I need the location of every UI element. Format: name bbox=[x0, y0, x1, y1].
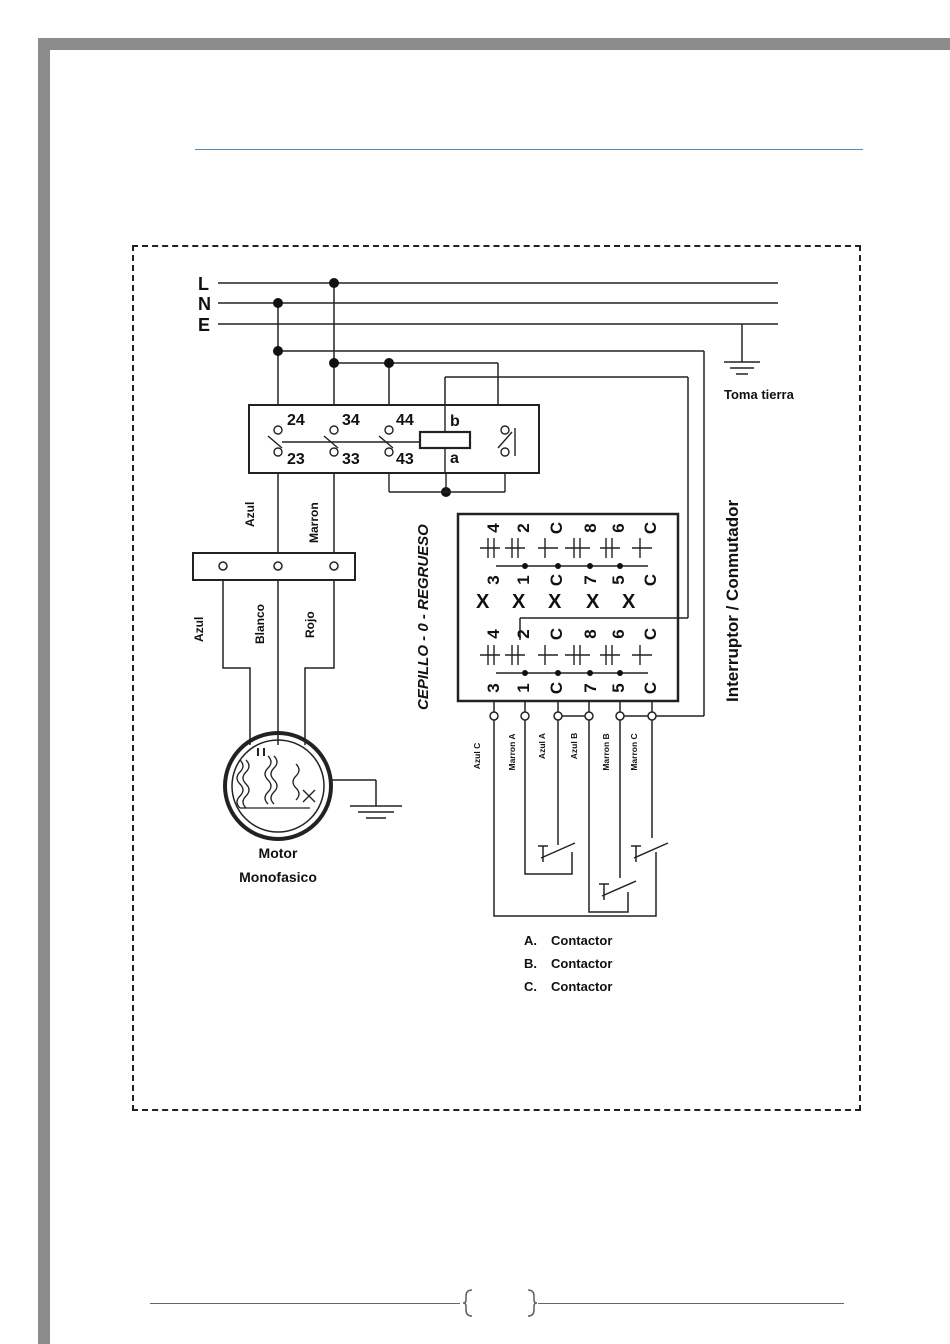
sel-top-1a: 4 bbox=[484, 523, 503, 533]
terminal-34: 34 bbox=[342, 412, 360, 429]
sel-bot-5b: 5 bbox=[609, 683, 628, 692]
sel-x-1: X bbox=[476, 591, 490, 613]
bus-label-e: E bbox=[198, 315, 210, 335]
terminal-44: 44 bbox=[396, 412, 414, 429]
sel-top-3b: C bbox=[547, 628, 566, 640]
footer-rule-left bbox=[150, 1303, 460, 1304]
sel-top-1b: 4 bbox=[484, 629, 503, 639]
upper-wires bbox=[278, 473, 334, 553]
sel-top-3a: C bbox=[547, 522, 566, 534]
terminal-23: 23 bbox=[287, 451, 305, 468]
out-label-4: Azul B bbox=[569, 733, 579, 759]
bus-lines bbox=[218, 283, 778, 324]
output-wire-labels: Azul C Marron A Azul A Azul B Marron B M… bbox=[472, 733, 639, 771]
sel-bot-5a: 5 bbox=[609, 575, 628, 584]
output-wires bbox=[494, 701, 704, 916]
coil-terminal-b: b bbox=[450, 413, 460, 430]
legend-c-letter: C. bbox=[524, 979, 537, 994]
sel-x-4: X bbox=[586, 591, 600, 613]
motor-symbol bbox=[225, 733, 331, 839]
sel-bot-3a: C bbox=[547, 574, 566, 586]
footer-rule-right bbox=[538, 1303, 844, 1304]
legend: A. Contactor B. Contactor C. Contactor bbox=[524, 933, 612, 994]
motor-wire-rojo-label: Rojo bbox=[303, 611, 317, 638]
sel-x-5: X bbox=[622, 591, 636, 613]
footer-bracket bbox=[463, 1290, 537, 1316]
legend-c-text: Contactor bbox=[551, 979, 612, 994]
motor-wires bbox=[223, 580, 334, 745]
sel-top-2b: 2 bbox=[514, 629, 533, 638]
earth-symbol bbox=[724, 324, 760, 374]
sel-bot-1b: 3 bbox=[484, 683, 503, 692]
sel-top-4b: 8 bbox=[581, 629, 600, 638]
out-label-2: Marron A bbox=[507, 734, 517, 771]
motor-wire-azul-label: Azul bbox=[192, 617, 206, 642]
legend-a-letter: A. bbox=[524, 933, 537, 948]
legend-b-letter: B. bbox=[524, 956, 537, 971]
sel-top-4a: 8 bbox=[581, 523, 600, 532]
sel-x-3: X bbox=[548, 591, 562, 613]
sel-bot-6a: C bbox=[641, 574, 660, 586]
legend-a-text: Contactor bbox=[551, 933, 612, 948]
motor-wire-blanco-label: Blanco bbox=[253, 604, 267, 644]
selector-dots bbox=[522, 563, 623, 676]
sel-bot-2a: 1 bbox=[514, 575, 533, 584]
sel-top-6b: C bbox=[641, 628, 660, 640]
out-label-3: Azul A bbox=[537, 733, 547, 759]
sel-top-6a: C bbox=[641, 522, 660, 534]
upper-wire-marron-label: Marron bbox=[307, 502, 321, 543]
out-label-1: Azul C bbox=[472, 743, 482, 769]
sel-x-2: X bbox=[512, 591, 526, 613]
switch-title: Interruptor / Conmutador bbox=[723, 500, 742, 702]
sel-bot-4a: 7 bbox=[581, 575, 600, 584]
sel-bot-3b: C bbox=[547, 682, 566, 694]
terminal-24: 24 bbox=[287, 412, 305, 429]
sel-bot-6b: C bbox=[641, 682, 660, 694]
motor-label-line2: Monofasico bbox=[239, 869, 317, 885]
motor-earth-symbol bbox=[332, 780, 402, 818]
selector-labels-b: 4 2 C 8 6 C 3 1 C 7 5 C bbox=[484, 628, 660, 694]
sel-top-5a: 6 bbox=[609, 523, 628, 532]
contactor-contacts bbox=[268, 405, 515, 492]
legend-b-text: Contactor bbox=[551, 956, 612, 971]
selector-title: CEPILLO - 0 - REGRUESO bbox=[415, 524, 432, 710]
upper-wire-azul-label: Azul bbox=[243, 502, 257, 527]
selector-x-marks: X X X X X bbox=[476, 591, 636, 613]
bus-label-n: N bbox=[198, 294, 211, 314]
sel-bot-4b: 7 bbox=[581, 683, 600, 692]
earth-label: Toma tierra bbox=[724, 387, 795, 402]
out-label-5: Marron B bbox=[601, 733, 611, 770]
out-label-6: Marron C bbox=[629, 733, 639, 770]
sel-bot-2b: 1 bbox=[514, 683, 533, 692]
coil-terminal-a: a bbox=[450, 450, 459, 467]
terminal-strip-screws bbox=[219, 562, 338, 570]
terminal-33: 33 bbox=[342, 451, 360, 468]
terminal-43: 43 bbox=[396, 451, 414, 468]
sel-bot-1a: 3 bbox=[484, 575, 503, 584]
sel-top-2a: 2 bbox=[514, 523, 533, 532]
bus-label-l: L bbox=[198, 274, 209, 294]
sel-top-5b: 6 bbox=[609, 629, 628, 638]
motor-label-line1: Motor bbox=[259, 845, 298, 861]
selector-labels-a: 4 2 C 8 6 C 3 1 C 7 5 C bbox=[484, 522, 660, 586]
